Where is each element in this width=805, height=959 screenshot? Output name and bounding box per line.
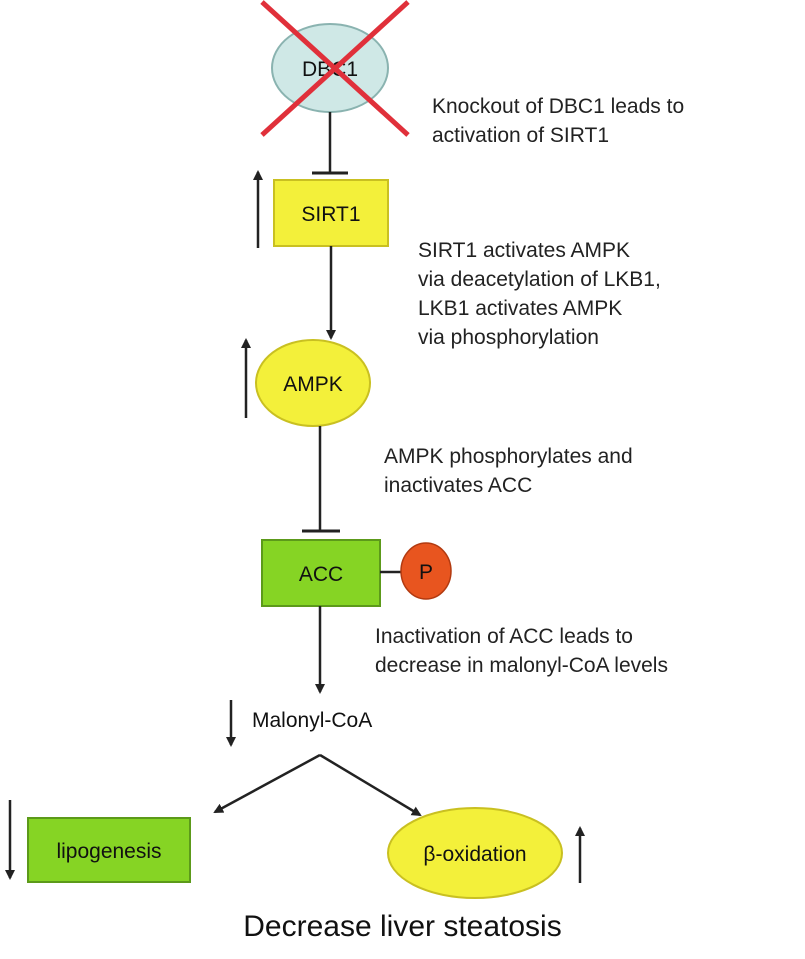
annotation-line: SIRT1 activates AMPK [418,239,631,262]
annotation-sirt1-ampk: SIRT1 activates AMPK via deacetylation o… [418,236,661,352]
annotation-ampk-acc: AMPK phosphorylates and inactivates ACC [384,442,633,500]
beta-oxidation-node: β-oxidation [387,807,563,899]
ampk-node: AMPK [255,339,371,427]
annotation-line: Knockout of DBC1 leads to [432,95,685,118]
annotation-line: via phosphorylation [418,326,599,349]
conclusion-text: Decrease liver steatosis [243,910,562,943]
sirt1-label: SIRT1 [301,203,360,226]
arrow-malonyl-lipogenesis [213,753,321,814]
acc-node: ACC [261,539,381,607]
inhibition-dbc1-sirt1 [312,112,348,175]
annotation-line: via deacetylation of LKB1, [418,268,661,291]
acc-label: ACC [299,563,343,586]
annotation-line: AMPK phosphorylates and [384,445,633,468]
malonyl-coa-label: Malonyl-CoA [252,709,372,732]
ampk-label: AMPK [283,373,343,396]
annotation-line: Inactivation of ACC leads to [375,625,633,648]
lipogenesis-node: lipogenesis [27,817,191,883]
sirt1-node: SIRT1 [273,179,389,247]
arrow-malonyl-beta-oxidation [319,753,422,817]
annotation-line: activation of SIRT1 [432,124,610,147]
annotation-line: inactivates ACC [384,474,533,497]
annotation-line: decrease in malonyl-CoA levels [375,654,668,677]
lipogenesis-label: lipogenesis [56,840,161,863]
annotation-line: LKB1 activates AMPK [418,297,623,320]
phospho-node: P [400,542,452,600]
knockout-cross-icon [260,0,410,137]
phospho-label: P [419,561,433,584]
inhibition-ampk-acc [302,426,340,533]
beta-oxidation-label: β-oxidation [423,843,526,866]
annotation-dbc1-knockout: Knockout of DBC1 leads to activation of … [432,92,684,150]
annotation-acc-malonyl: Inactivation of ACC leads to decrease in… [375,622,668,680]
